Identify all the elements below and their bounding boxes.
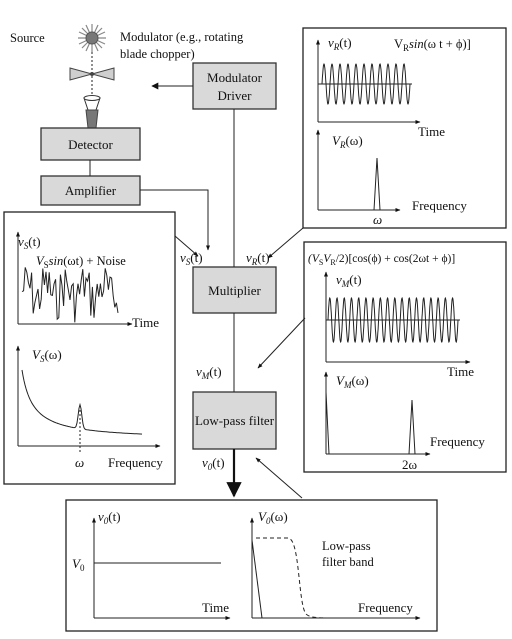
ref-freq-axis-label: Frequency <box>412 198 467 213</box>
out-panel-pointer <box>255 457 303 499</box>
amplifier-to-multiplier-line <box>140 189 210 251</box>
input-signal-panel <box>3 211 176 485</box>
detector-block <box>40 127 141 161</box>
out-time-axis-label: Time <box>202 600 229 615</box>
sig-time-ylabel: vS(t) <box>18 234 41 251</box>
ref-time-ylabel: vR(t) <box>328 35 352 52</box>
detector-cone-icon <box>85 109 99 129</box>
sig-freq-axis-label: Frequency <box>108 455 163 470</box>
sig-freq-ylabel: VS(ω) <box>32 347 62 364</box>
sig-panel-pointer <box>174 235 199 257</box>
ref-time-axis-label: Time <box>418 124 445 139</box>
chopper-blade-icon <box>69 67 115 81</box>
lowpass-filter-block <box>192 391 277 450</box>
ref-omega-label: ω <box>373 212 382 227</box>
modulator-label-line1: Modulator (e.g., rotating <box>120 30 244 44</box>
mult-freq-ylabel: VM(ω) <box>336 373 369 390</box>
mult-2omega-peak <box>408 399 416 455</box>
out-level-label: V0 <box>72 556 85 573</box>
sig-equation: VSsin(ωt) + Noise <box>36 254 126 270</box>
modulator-label-line2: blade chopper) <box>120 47 195 61</box>
ref-freq-axes <box>316 129 401 212</box>
multiplier-output-wave <box>327 296 459 344</box>
sig-time-axis-label: Time <box>132 315 159 330</box>
mult-time-axis-label: Time <box>447 364 474 379</box>
ref-spectrum-peak <box>373 157 381 211</box>
reference-signal-panel <box>302 27 507 229</box>
mult-freq-axes <box>324 371 431 456</box>
mult-panel-pointer <box>257 317 306 369</box>
sig-time-axes <box>16 231 133 326</box>
multiplier-label: Multiplier <box>208 283 261 298</box>
multiplier-block <box>192 266 277 314</box>
lowpass-band-curve <box>256 537 341 619</box>
out-time-axes <box>92 517 231 620</box>
detector-label: Detector <box>68 137 113 152</box>
signal-vm-label: vM(t) <box>196 364 222 381</box>
source-icon <box>78 24 106 52</box>
multiplier-output-panel <box>303 241 507 473</box>
output-dc-peak <box>251 539 263 619</box>
signal-vs-label: vS(t) <box>180 250 203 267</box>
mult-freq-axis-label: Frequency <box>430 434 485 449</box>
reference-sine-wave <box>321 63 411 105</box>
ref-freq-ylabel: VR(ω) <box>332 133 363 150</box>
ref-equation: VRsin(ω t + ϕ)] <box>394 37 471 53</box>
out-band-label-line2: filter band <box>322 555 374 569</box>
sig-freq-axes <box>16 345 161 448</box>
out-time-ylabel: v0(t) <box>98 509 121 526</box>
out-band-label-line1: Low-pass <box>322 539 371 553</box>
modulator-driver-line1: Modulator <box>207 70 263 85</box>
out-freq-axis-label: Frequency <box>358 600 413 615</box>
sig-omega-label: ω <box>75 455 84 470</box>
input-spectrum-curve <box>21 369 143 435</box>
amplifier-label: Amplifier <box>65 183 117 198</box>
out-freq-ylabel: V0(ω) <box>258 509 288 526</box>
mult-equation: (VSVR/2)[cos(ϕ) + cos(2ωt + ϕ)] <box>308 253 455 267</box>
lens-icon <box>83 95 101 111</box>
signal-vr-label: vR(t) <box>246 250 270 267</box>
signal-vo-label: v0(t) <box>202 455 225 472</box>
modulator-driver-line2: Driver <box>218 88 253 103</box>
noisy-signal-wave <box>21 267 119 323</box>
source-label: Source <box>10 31 45 45</box>
mult-two-omega-label: 2ω <box>402 457 418 472</box>
ref-panel-pointer <box>267 227 304 259</box>
lowpass-filter-label: Low-pass filter <box>195 413 275 428</box>
mult-time-ylabel: vM(t) <box>336 272 362 289</box>
mult-dc-peak <box>325 391 330 455</box>
